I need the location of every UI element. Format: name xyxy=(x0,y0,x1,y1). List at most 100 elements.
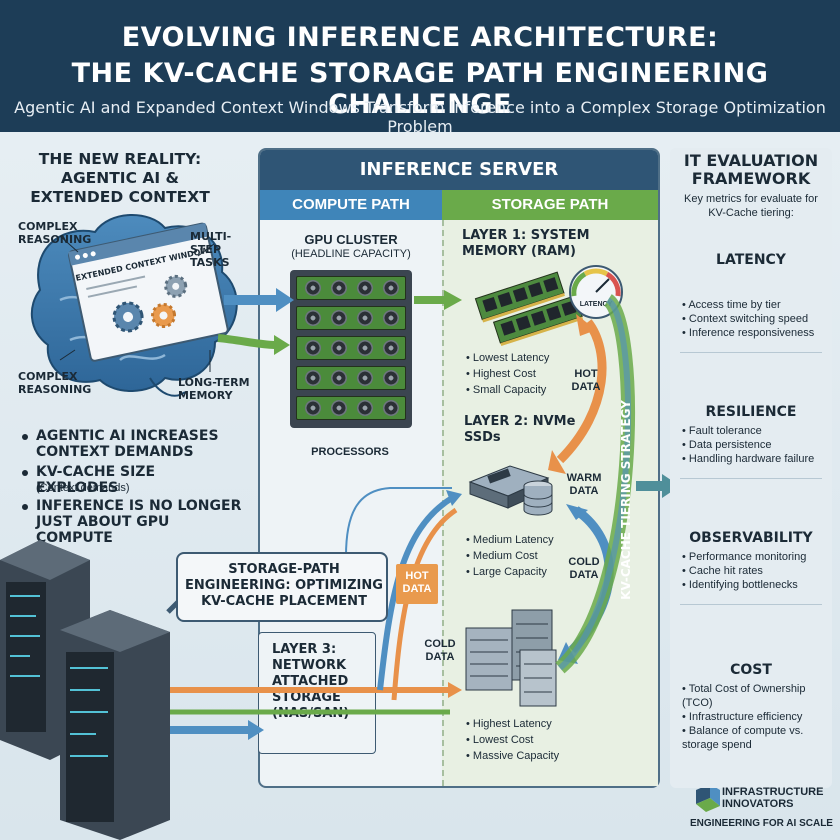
brand-block: INFRASTRUCTURE INNOVATORS ENGINEERING FO… xyxy=(690,782,838,832)
layer1-bullet: Lowest Latency xyxy=(466,350,549,366)
metric-latency-bullets: Access time by tier Context switching sp… xyxy=(682,298,832,340)
metric-cost-title: COST xyxy=(730,662,772,678)
main-title-line2: THE KV-CACHE STORAGE PATH ENGINEERING CH… xyxy=(71,58,769,120)
metric-latency-title: LATENCY xyxy=(716,252,786,268)
fan-icon xyxy=(357,280,373,296)
gpu-card xyxy=(296,396,406,420)
layer2-bullets: Medium Latency Medium Cost Large Capacit… xyxy=(466,532,554,580)
bullet-dot xyxy=(22,470,28,476)
compute-path-header: COMPUTE PATH xyxy=(260,190,442,220)
gpu-cluster-subtitle: (HEADLINE CAPACITY) xyxy=(291,248,411,260)
fan-icon xyxy=(331,310,347,326)
left-bullet-2: KV-CACHE SIZE EXPLODES xyxy=(22,464,242,496)
label-multi-step: MULTI-STEP TASKS xyxy=(190,230,232,269)
layer2-bullet: Medium Cost xyxy=(466,548,554,564)
framework-title: IT EVALUATION FRAMEWORK xyxy=(683,151,819,188)
layer2-bullet: Large Capacity xyxy=(466,564,554,580)
layer3-bullets: Highest Latency Lowest Cost Massive Capa… xyxy=(466,716,559,764)
hot-data-label: HOT DATA xyxy=(571,368,601,393)
metric-cost-bullets: Total Cost of Ownership (TCO) Infrastruc… xyxy=(682,682,832,752)
main-subtitle: Agentic AI and Expanded Context Windows … xyxy=(14,98,826,136)
fan-icon xyxy=(357,340,373,356)
metric-bullet: Total Cost of Ownership (TCO) xyxy=(682,682,832,710)
gpu-cluster-title: GPU CLUSTER xyxy=(304,232,398,247)
left-bullet-3: INFERENCE IS NO LONGER JUST ABOUT GPU CO… xyxy=(22,498,242,546)
evaluation-framework-panel: IT EVALUATION FRAMEWORK Key metrics for … xyxy=(670,148,832,788)
label-long-term-memory: LONG-TERM MEMORY xyxy=(178,376,250,402)
layer1-title: LAYER 1: SYSTEM MEMORY (RAM) xyxy=(462,228,590,259)
framework-subtitle: Key metrics for evaluate for KV-Cache ti… xyxy=(684,193,818,219)
main-title-line1: EVOLVING INFERENCE ARCHITECTURE: xyxy=(121,22,719,53)
layer3-bullet: Lowest Cost xyxy=(466,732,559,748)
divider xyxy=(680,352,822,353)
metric-bullet: Data persistence xyxy=(682,438,832,452)
warm-data-label: WARM DATA xyxy=(566,472,602,497)
metric-observability-bullets: Performance monitoring Cache hit rates I… xyxy=(682,550,832,592)
layer2-bullet: Medium Latency xyxy=(466,532,554,548)
left-bullet-1: AGENTIC AI INCREASES CONTEXT DEMANDS xyxy=(22,428,222,460)
fan-icon xyxy=(357,400,373,416)
metric-bullet: Context switching speed xyxy=(682,312,832,326)
bullet-dot xyxy=(22,434,28,440)
left-bullet-2-text: KV-CACHE SIZE EXPLODES xyxy=(36,464,156,496)
metric-bullet: Inference responsiveness xyxy=(682,326,832,340)
hot-data-tag: HOT DATA xyxy=(396,564,438,604)
cold-data-label: COLD DATA xyxy=(568,556,600,581)
fan-icon xyxy=(305,280,321,296)
left-panel: THE NEW REALITY: AGENTIC AI & EXTENDED C… xyxy=(0,132,250,840)
fan-icon xyxy=(305,310,321,326)
header-banner: EVOLVING INFERENCE ARCHITECTURE: THE KV-… xyxy=(0,0,840,136)
gpu-card xyxy=(296,306,406,330)
left-bullet-3-text: INFERENCE IS NO LONGER JUST ABOUT GPU CO… xyxy=(36,498,242,546)
inference-server-title: INFERENCE SERVER xyxy=(260,150,658,190)
bullet-dot xyxy=(22,504,28,510)
label-complex-reasoning-bottom: COMPLEX REASONING xyxy=(18,370,92,396)
metric-resilience-title: RESILIENCE xyxy=(705,404,797,420)
layer3-bullet: Massive Capacity xyxy=(466,748,559,764)
layer3-bullet: Highest Latency xyxy=(466,716,559,732)
fan-icon xyxy=(383,370,399,386)
metric-bullet: Performance monitoring xyxy=(682,550,832,564)
metric-bullet: Identifying bottlenecks xyxy=(682,578,832,592)
layer2-title: LAYER 2: NVMe SSDs xyxy=(464,414,576,445)
gpu-card xyxy=(296,336,406,360)
storage-path-engineering-text: STORAGE-PATH ENGINEERING: OPTIMIZING KV-… xyxy=(185,562,383,609)
cold-data-left-label: COLD DATA xyxy=(424,638,456,663)
fan-icon xyxy=(305,400,321,416)
fan-icon xyxy=(357,310,373,326)
metric-observability-title: OBSERVABILITY xyxy=(689,530,813,546)
label-complex-reasoning-top: COMPLEX REASONING xyxy=(18,220,92,246)
brand-tagline: ENGINEERING FOR AI SCALE xyxy=(690,818,833,829)
storage-path-header: STORAGE PATH xyxy=(442,190,658,220)
layer1-bullets: Lowest Latency Highest Cost Small Capaci… xyxy=(466,350,549,398)
fan-icon xyxy=(331,400,347,416)
fan-icon xyxy=(305,340,321,356)
fan-icon xyxy=(331,340,347,356)
divider xyxy=(680,478,822,479)
metric-bullet: Access time by tier xyxy=(682,298,832,312)
left-bullet-2-sub: (Context demands) xyxy=(36,482,130,494)
gpu-card xyxy=(296,366,406,390)
fan-icon xyxy=(331,370,347,386)
fan-icon xyxy=(331,280,347,296)
brand-name: INFRASTRUCTURE INNOVATORS xyxy=(722,786,824,810)
fan-icon xyxy=(383,310,399,326)
gpu-rack xyxy=(290,270,412,428)
fan-icon xyxy=(383,340,399,356)
metric-bullet: Cache hit rates xyxy=(682,564,832,578)
fan-icon xyxy=(383,400,399,416)
gpu-card xyxy=(296,276,406,300)
metric-bullet: Infrastructure efficiency xyxy=(682,710,832,724)
layer1-bullet: Small Capacity xyxy=(466,382,549,398)
new-reality-title: THE NEW REALITY: AGENTIC AI & EXTENDED C… xyxy=(30,150,210,206)
layer1-bullet: Highest Cost xyxy=(466,366,549,382)
fan-icon xyxy=(305,370,321,386)
divider xyxy=(680,604,822,605)
fan-icon xyxy=(383,280,399,296)
metric-bullet: Balance of compute vs. storage spend xyxy=(682,724,832,752)
layer3-title: LAYER 3: NETWORK ATTACHED STORAGE (NAS/S… xyxy=(272,642,350,721)
processors-label: PROCESSORS xyxy=(311,446,389,458)
metric-bullet: Fault tolerance xyxy=(682,424,832,438)
left-bullet-1-text: AGENTIC AI INCREASES CONTEXT DEMANDS xyxy=(36,428,219,460)
metric-bullet: Handling hardware failure xyxy=(682,452,832,466)
